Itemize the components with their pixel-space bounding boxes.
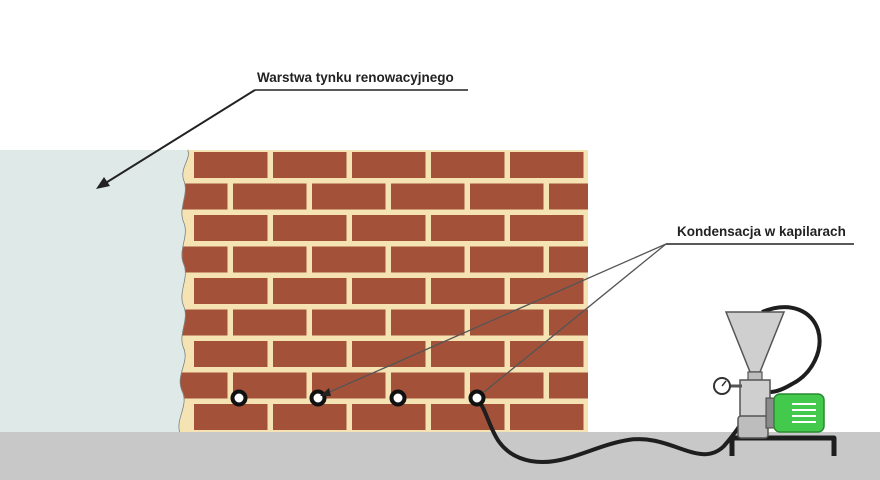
injection-points xyxy=(230,389,486,407)
brick xyxy=(179,246,228,273)
brick-rows xyxy=(179,152,663,430)
pump-base xyxy=(737,415,769,439)
brick xyxy=(179,309,228,336)
brick xyxy=(273,341,347,367)
injection-pump-icon xyxy=(713,305,837,456)
return-hose xyxy=(761,305,822,394)
injection-point xyxy=(309,389,327,407)
brick xyxy=(510,341,584,367)
brick xyxy=(273,404,347,430)
motor-fins xyxy=(792,403,816,423)
brick xyxy=(391,246,465,273)
brick xyxy=(510,215,584,241)
brick xyxy=(391,309,465,336)
brick xyxy=(194,404,268,430)
brick xyxy=(470,183,544,210)
brick xyxy=(510,152,584,178)
brick xyxy=(312,309,386,336)
brick xyxy=(510,278,584,304)
injection-point xyxy=(468,389,486,407)
brick xyxy=(549,309,589,336)
brick xyxy=(589,152,663,178)
pump-body xyxy=(739,379,771,419)
brick xyxy=(352,341,426,367)
brick xyxy=(233,183,307,210)
brick xyxy=(549,183,589,210)
brick xyxy=(431,341,505,367)
brick xyxy=(352,215,426,241)
arrow-head-icon xyxy=(320,388,331,396)
brick-wall xyxy=(179,150,663,432)
callout-leader-2 xyxy=(483,243,667,393)
pump-motor xyxy=(773,393,825,433)
brick xyxy=(431,152,505,178)
brick xyxy=(179,372,228,399)
callout-leader-1 xyxy=(324,243,667,395)
brick xyxy=(352,404,426,430)
brick xyxy=(589,215,663,241)
arrow-head-icon xyxy=(96,177,110,189)
brick xyxy=(431,404,505,430)
funnel xyxy=(724,311,786,373)
brick xyxy=(233,246,307,273)
brick xyxy=(233,309,307,336)
injection-point xyxy=(389,389,407,407)
brick xyxy=(273,152,347,178)
brick xyxy=(510,404,584,430)
brick xyxy=(312,183,386,210)
brick xyxy=(470,246,544,273)
brick xyxy=(352,152,426,178)
callout-condensation: Kondensacja w kapilarach xyxy=(320,224,854,396)
injection-point xyxy=(230,389,248,407)
brick xyxy=(194,341,268,367)
brick xyxy=(589,278,663,304)
brick xyxy=(194,278,268,304)
label-plaster-layer: Warstwa tynku renowacyjnego xyxy=(257,70,454,85)
brick xyxy=(273,215,347,241)
brick xyxy=(312,246,386,273)
brick xyxy=(431,215,505,241)
brick xyxy=(194,152,268,178)
label-capillary-condensation: Kondensacja w kapilarach xyxy=(677,224,846,239)
brick xyxy=(273,278,347,304)
renovation-plaster-layer xyxy=(0,150,189,432)
brick xyxy=(391,183,465,210)
pump-frame xyxy=(729,435,837,456)
brick xyxy=(589,341,663,367)
gauge-needle xyxy=(721,380,727,387)
injection-hose xyxy=(475,396,750,465)
callout-leader xyxy=(103,89,256,185)
brick xyxy=(549,246,589,273)
brick xyxy=(194,215,268,241)
brick xyxy=(352,278,426,304)
brick xyxy=(179,183,228,210)
brick xyxy=(549,372,589,399)
brick xyxy=(589,404,663,430)
callout-plaster: Warstwa tynku renowacyjnego xyxy=(96,70,468,189)
brick xyxy=(431,278,505,304)
